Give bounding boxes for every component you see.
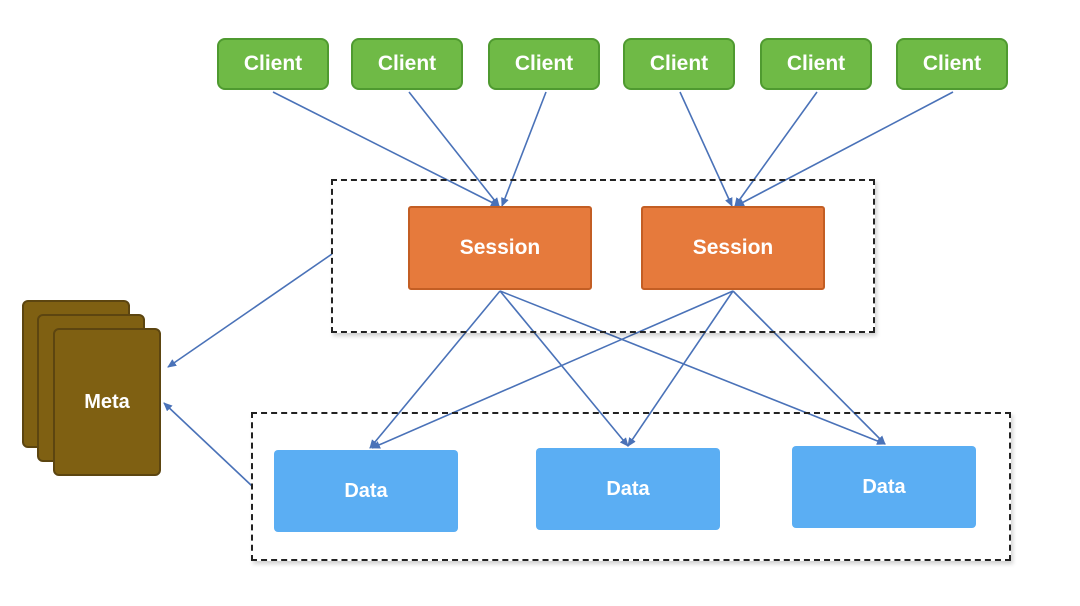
client-node[interactable]: Client [760,38,872,90]
data-label: Data [344,479,388,502]
client-label: Client [377,52,437,75]
data-label: Data [606,477,650,500]
meta-label: Meta [84,390,130,413]
client-label: Client [243,52,303,75]
meta-node[interactable]: Meta [53,328,161,476]
client-label: Client [514,52,574,75]
session-node[interactable]: Session [408,206,592,290]
data-group [251,412,1011,561]
data-node[interactable]: Data [274,450,458,532]
client-node[interactable]: Client [351,38,463,90]
edge-data-group-meta [163,402,253,487]
client-label: Client [922,52,982,75]
session-label: Session [692,236,774,259]
session-label: Session [459,236,541,259]
data-node[interactable]: Data [536,448,720,530]
edge-session-group-meta [167,253,333,368]
client-node[interactable]: Client [896,38,1008,90]
session-group [331,179,875,333]
session-node[interactable]: Session [641,206,825,290]
data-node[interactable]: Data [792,446,976,528]
data-label: Data [862,475,906,498]
client-node[interactable]: Client [217,38,329,90]
client-label: Client [649,52,709,75]
client-node[interactable]: Client [488,38,600,90]
client-node[interactable]: Client [623,38,735,90]
client-label: Client [786,52,846,75]
